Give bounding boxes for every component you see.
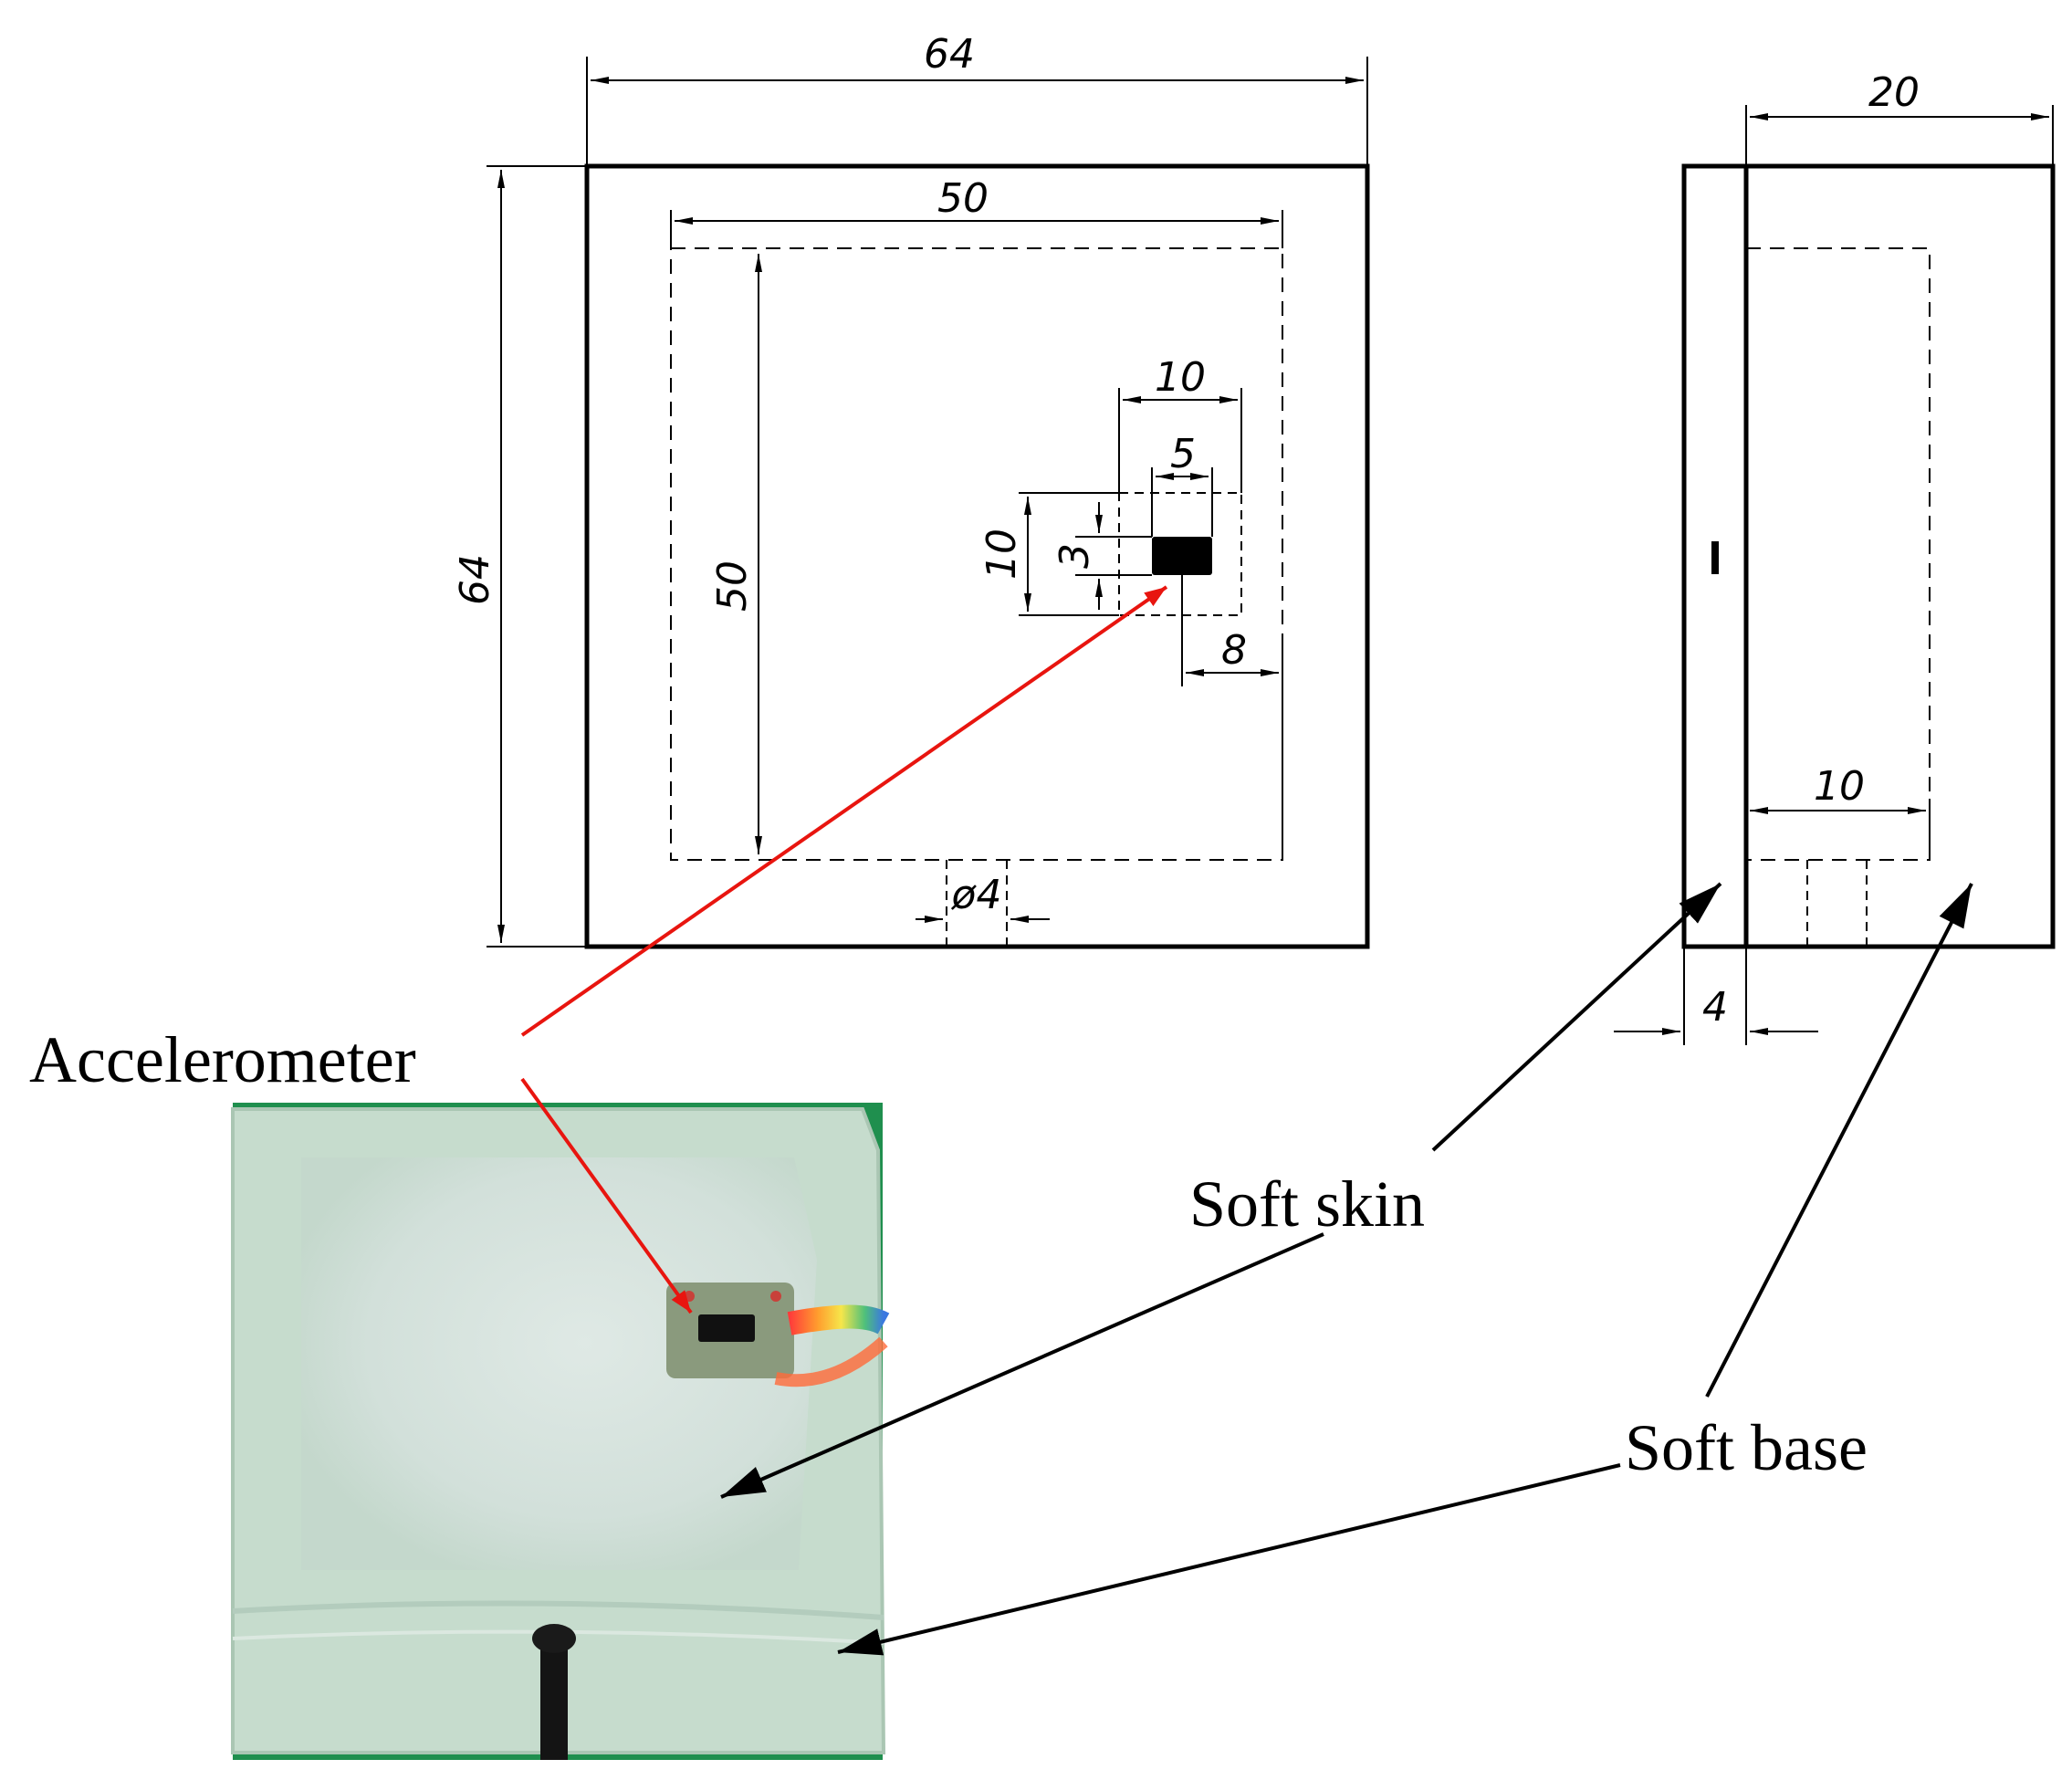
arrow-accelerometer-drawing — [520, 585, 1168, 1037]
side-view: 20 10 4 — [1614, 69, 2056, 1045]
dim-label-pocket-width: 10 — [1155, 354, 1206, 401]
side-inner-cavity — [1745, 247, 1931, 861]
side-sensor-mark — [1711, 541, 1719, 574]
label-accelerometer: Accelerometer — [29, 1023, 416, 1096]
dim-label-cable-hole: ø4 — [951, 872, 1002, 918]
dim-label-front-width: 64 — [924, 31, 975, 78]
black-cable-photo — [540, 1643, 568, 1760]
dim-label-sensor-height: 3 — [1052, 543, 1098, 569]
arrow-soft-base-drawing — [1705, 883, 1973, 1398]
dim-label-sensor-offset: 8 — [1221, 627, 1247, 674]
front-outer-outline — [584, 163, 1370, 949]
dim-label-inner-width: 50 — [937, 175, 989, 222]
front-inner-cavity — [670, 247, 1283, 861]
dim-label-inner-height: 50 — [709, 560, 756, 612]
arrow-soft-base-photo — [837, 1463, 1621, 1656]
label-soft-base: Soft base — [1625, 1411, 1868, 1484]
arrow-soft-skin-drawing — [1431, 882, 1722, 1152]
front-view: 64 64 50 50 10 5 10 — [452, 31, 1370, 949]
callouts: Accelerometer Soft skin Soft base — [29, 585, 1973, 1656]
accelerometer-chip — [1152, 537, 1212, 575]
dim-label-side-inner: 10 — [1814, 763, 1865, 810]
dim-label-side-width: 20 — [1868, 69, 1920, 116]
arrow-soft-skin-photo — [720, 1232, 1324, 1499]
dim-label-sensor-width: 5 — [1170, 431, 1196, 477]
sensor-pocket — [1118, 492, 1242, 616]
dim-label-front-height: 64 — [452, 554, 498, 605]
soft-skin-area — [301, 1157, 817, 1570]
prototype-photo — [231, 1103, 890, 1760]
dim-label-pocket-height: 10 — [978, 529, 1025, 580]
label-soft-skin: Soft skin — [1189, 1167, 1425, 1241]
dim-label-skin-thickness: 4 — [1702, 984, 1728, 1031]
side-outer-outline — [1681, 163, 2056, 949]
arrow-accelerometer-photo — [520, 1077, 693, 1314]
